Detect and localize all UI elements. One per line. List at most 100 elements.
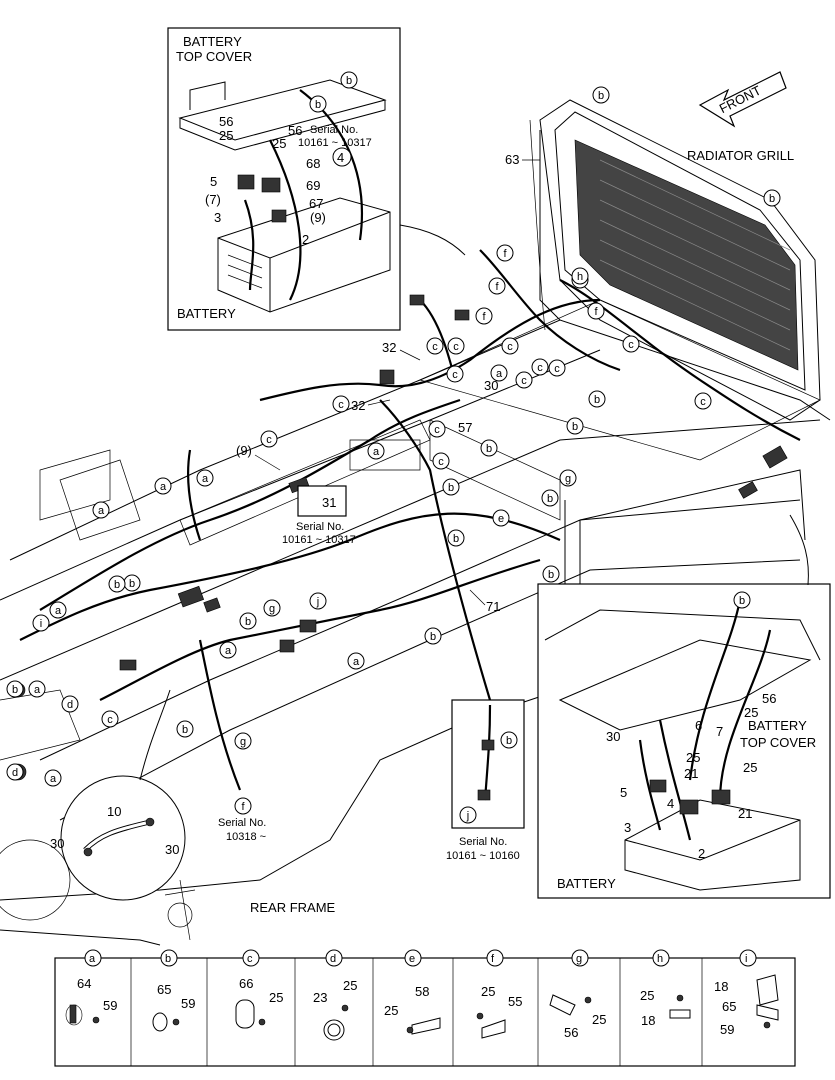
- svg-text:56: 56: [564, 1025, 578, 1040]
- svg-text:d: d: [330, 953, 336, 965]
- clamp-legend: a 64 59 b 65 59 c 66 25 d 23 25 e 25 58 …: [54, 949, 796, 1067]
- clamp-marker-h: h: [571, 267, 589, 285]
- svg-text:56: 56: [219, 114, 233, 129]
- clamp-marker-c: c: [548, 359, 566, 377]
- svg-text:TOP COVER: TOP COVER: [176, 49, 252, 64]
- svg-text:g: g: [576, 953, 582, 965]
- svg-text:63: 63: [505, 152, 519, 167]
- svg-text:g: g: [565, 473, 571, 485]
- svg-text:a: a: [34, 684, 41, 696]
- svg-text:b: b: [448, 482, 454, 494]
- radiator-grill: [539, 99, 821, 421]
- clamp-marker-e: e: [492, 509, 510, 527]
- svg-text:f: f: [594, 306, 598, 318]
- svg-text:b: b: [245, 616, 251, 628]
- clamp-marker-b: b: [733, 591, 751, 609]
- svg-text:25: 25: [686, 750, 700, 765]
- clamp-marker-b: b: [541, 489, 559, 507]
- clamp-marker-c: c: [501, 337, 519, 355]
- svg-text:i: i: [745, 953, 747, 965]
- svg-text:59: 59: [181, 996, 195, 1011]
- serial-no-label-4: Serial No.: [459, 836, 507, 848]
- clamp-marker-a: a: [490, 364, 508, 382]
- svg-text:c: c: [628, 339, 634, 351]
- svg-text:58: 58: [415, 984, 429, 999]
- serial-callout-31: 31 Serial No. 10161 ~ 10317: [282, 485, 356, 546]
- clamp-marker-b: b: [480, 439, 498, 457]
- clamp-marker-b: b: [763, 189, 781, 207]
- clamp-marker-c: c: [101, 710, 119, 728]
- svg-text:b: b: [598, 90, 604, 102]
- svg-text:(9): (9): [310, 210, 326, 225]
- clamp-marker-b: b: [176, 720, 194, 738]
- svg-text:b: b: [182, 724, 188, 736]
- clamp-marker-b: b: [566, 417, 584, 435]
- svg-text:f: f: [491, 953, 495, 965]
- clamp-marker-b: b: [442, 478, 460, 496]
- svg-text:18: 18: [714, 979, 728, 994]
- svg-text:31: 31: [322, 495, 336, 510]
- clamp-marker-b: b: [239, 612, 257, 630]
- clamp-marker-c: c: [426, 337, 444, 355]
- clamp-marker-c: c: [260, 430, 278, 448]
- svg-text:b: b: [114, 579, 120, 591]
- svg-text:25: 25: [269, 990, 283, 1005]
- svg-text:c: c: [507, 341, 513, 353]
- clamp-marker-c: c: [447, 337, 465, 355]
- clamp-marker-c: c: [531, 358, 549, 376]
- clamp-marker-a: a: [49, 601, 67, 619]
- svg-text:18: 18: [641, 1013, 655, 1028]
- svg-text:65: 65: [157, 982, 171, 997]
- serial-no-label-3: Serial No.: [218, 817, 266, 829]
- svg-text:10: 10: [107, 804, 121, 819]
- svg-text:b: b: [12, 684, 18, 696]
- svg-text:b: b: [769, 193, 775, 205]
- svg-text:30: 30: [50, 836, 64, 851]
- svg-text:c: c: [537, 362, 543, 374]
- svg-text:a: a: [496, 368, 503, 380]
- clamp-marker-b: b: [6, 680, 24, 698]
- clamp-marker-c: c: [432, 452, 450, 470]
- svg-text:h: h: [657, 953, 663, 965]
- svg-text:57: 57: [458, 420, 472, 435]
- svg-text:7: 7: [716, 724, 723, 739]
- svg-text:56: 56: [288, 123, 302, 138]
- clamp-marker-b: b: [588, 390, 606, 408]
- svg-text:65: 65: [722, 999, 736, 1014]
- svg-text:25: 25: [481, 984, 495, 999]
- svg-text:c: c: [438, 456, 444, 468]
- svg-text:21: 21: [684, 766, 698, 781]
- svg-text:a: a: [89, 953, 96, 965]
- svg-text:b: b: [594, 394, 600, 406]
- rear-frame-label: REAR FRAME: [250, 900, 336, 915]
- svg-text:a: a: [160, 481, 167, 493]
- battery-label-2: BATTERY: [557, 876, 616, 891]
- clamp-marker-b: b: [542, 565, 560, 583]
- svg-text:d: d: [12, 767, 18, 779]
- svg-text:32: 32: [351, 398, 365, 413]
- svg-text:25: 25: [743, 760, 757, 775]
- svg-text:5: 5: [210, 174, 217, 189]
- svg-text:23: 23: [313, 990, 327, 1005]
- part-labels: 63 32 32 30 57 (9) 71: [236, 152, 540, 614]
- svg-text:h: h: [577, 271, 583, 283]
- svg-text:b: b: [486, 443, 492, 455]
- svg-text:56: 56: [762, 691, 776, 706]
- svg-text:g: g: [240, 736, 246, 748]
- clamp-marker-b: b: [340, 71, 358, 89]
- clamp-marker-c: c: [515, 371, 533, 389]
- clamp-marker-c: c: [622, 335, 640, 353]
- svg-text:c: c: [700, 396, 706, 408]
- serial-range-label-4: 10161 ~ 10160: [446, 850, 520, 862]
- svg-text:21: 21: [738, 806, 752, 821]
- serial-range-label: 10161 ~ 10317: [282, 534, 356, 546]
- clamp-marker-f: f: [587, 302, 605, 320]
- svg-text:10161 ~ 10317: 10161 ~ 10317: [298, 137, 372, 149]
- clamp-marker-f: f: [488, 277, 506, 295]
- clamp-marker-a: a: [367, 442, 385, 460]
- svg-text:a: a: [225, 645, 232, 657]
- svg-text:25: 25: [384, 1003, 398, 1018]
- clamp-markers: bbbbbffffhcccccacccbcbbcaccgbbcaaaebbbba…: [6, 71, 781, 824]
- svg-text:b: b: [506, 735, 512, 747]
